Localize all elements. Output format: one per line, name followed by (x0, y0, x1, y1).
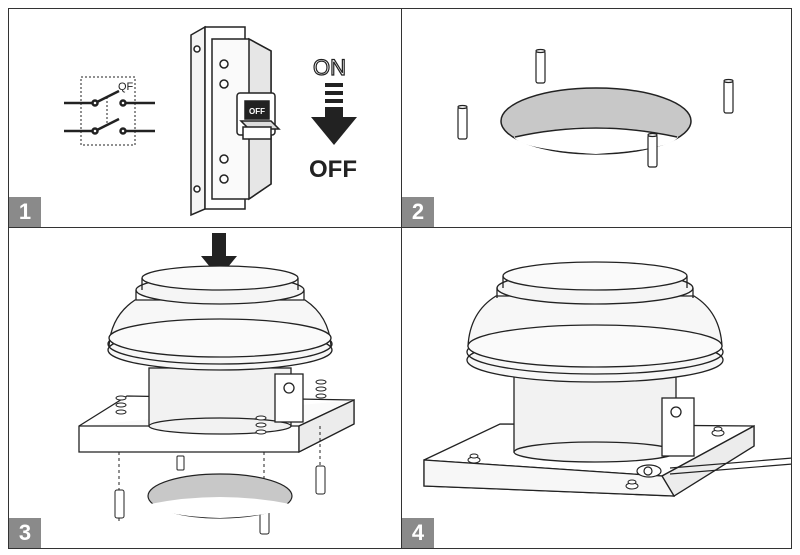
power-cable (636, 457, 791, 478)
circuit-breaker-device (190, 25, 281, 217)
on-label: ON (313, 55, 346, 80)
step-number: 1 (9, 197, 41, 227)
roof-opening (500, 87, 692, 155)
arrow-down-icon (311, 83, 357, 145)
power-off-illustration: QF OFF ON OFF (64, 25, 357, 217)
off-label: OFF (309, 156, 357, 183)
fan-installation-illustration (78, 233, 355, 535)
washer-stack (115, 379, 327, 435)
roof-opening (147, 473, 293, 519)
mounting-stud (457, 48, 734, 168)
mounting-opening-illustration (457, 48, 734, 168)
step-4-panel: 4 (401, 227, 792, 549)
fan-housing (466, 261, 724, 463)
step-1-panel: QF OFF ON OFF 1 (8, 8, 402, 228)
switch-off-label: OFF (249, 107, 265, 116)
fan-housing (107, 265, 333, 435)
step-number: 4 (402, 518, 434, 548)
fixing-nut (467, 426, 725, 490)
qf-label: QF (118, 81, 134, 93)
step-2-panel: 2 (401, 8, 792, 228)
fan-fixed-illustration (423, 261, 791, 497)
step-3-panel: 3 (8, 227, 402, 549)
step-number: 2 (402, 197, 434, 227)
step-number: 3 (9, 518, 41, 548)
breaker-schematic (64, 76, 155, 146)
